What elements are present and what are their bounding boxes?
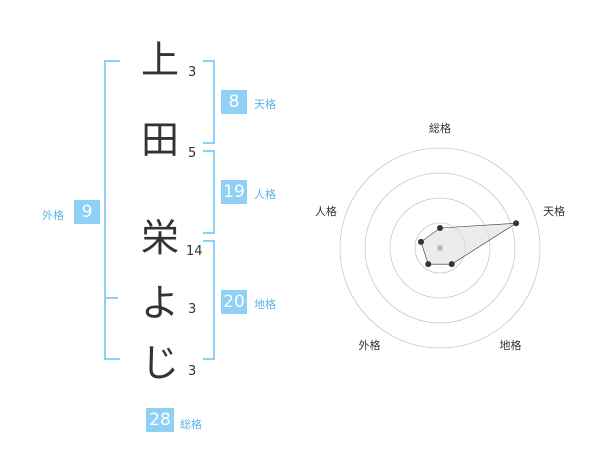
chikaku-label: 地格 <box>254 298 276 311</box>
radar-ring-2 <box>389 197 491 299</box>
radar-axis-label-2: 天格 <box>543 204 565 218</box>
radar-point-4 <box>425 261 432 268</box>
jinkaku-value: 19 <box>221 180 247 204</box>
name-char-2: 田 <box>140 118 179 162</box>
soukaku-label: 総格 <box>180 418 202 431</box>
jinkaku-label: 人格 <box>254 188 276 201</box>
radar-axis-label-5: 人格 <box>315 204 337 218</box>
radar-point-2 <box>513 220 520 227</box>
radar-axis-label-1: 総格 <box>429 121 451 135</box>
chikaku-value: 20 <box>221 290 247 314</box>
radar-center-dot <box>437 245 443 251</box>
radar-ring-4 <box>339 147 541 349</box>
soukaku-value: 28 <box>146 408 174 432</box>
name-char-3: 栄 <box>140 216 179 260</box>
name-char-4: よ <box>140 281 179 325</box>
gaikaku-value: 9 <box>74 200 100 224</box>
radar-point-5 <box>417 238 424 245</box>
radar-points <box>417 220 520 268</box>
name-char-5: じ <box>140 341 179 385</box>
gaikaku-label: 外格 <box>42 209 64 222</box>
stroke-count-4: 3 <box>188 302 197 317</box>
tenkaku-bracket <box>203 60 215 144</box>
radar-ring-3 <box>364 172 516 324</box>
radar-axis-label-3: 地格 <box>500 338 522 352</box>
name-char-1: 上 <box>140 38 179 82</box>
radar-polygon <box>420 222 517 265</box>
radar-point-3 <box>448 261 455 268</box>
gaikaku-bracket-tick <box>104 297 118 299</box>
radar-axis-label-4: 外格 <box>358 338 380 352</box>
tenkaku-value: 8 <box>221 90 247 114</box>
stroke-count-1: 3 <box>188 65 197 80</box>
gaikaku-bracket <box>104 60 120 360</box>
stroke-count-2: 5 <box>188 146 197 161</box>
radar-rings <box>339 147 541 349</box>
radar-point-1 <box>437 225 443 231</box>
stroke-count-5: 3 <box>188 364 197 379</box>
jinkaku-bracket <box>203 150 215 234</box>
tenkaku-label: 天格 <box>254 98 276 111</box>
stroke-count-3: 14 <box>186 244 203 259</box>
chikaku-bracket <box>203 240 215 360</box>
